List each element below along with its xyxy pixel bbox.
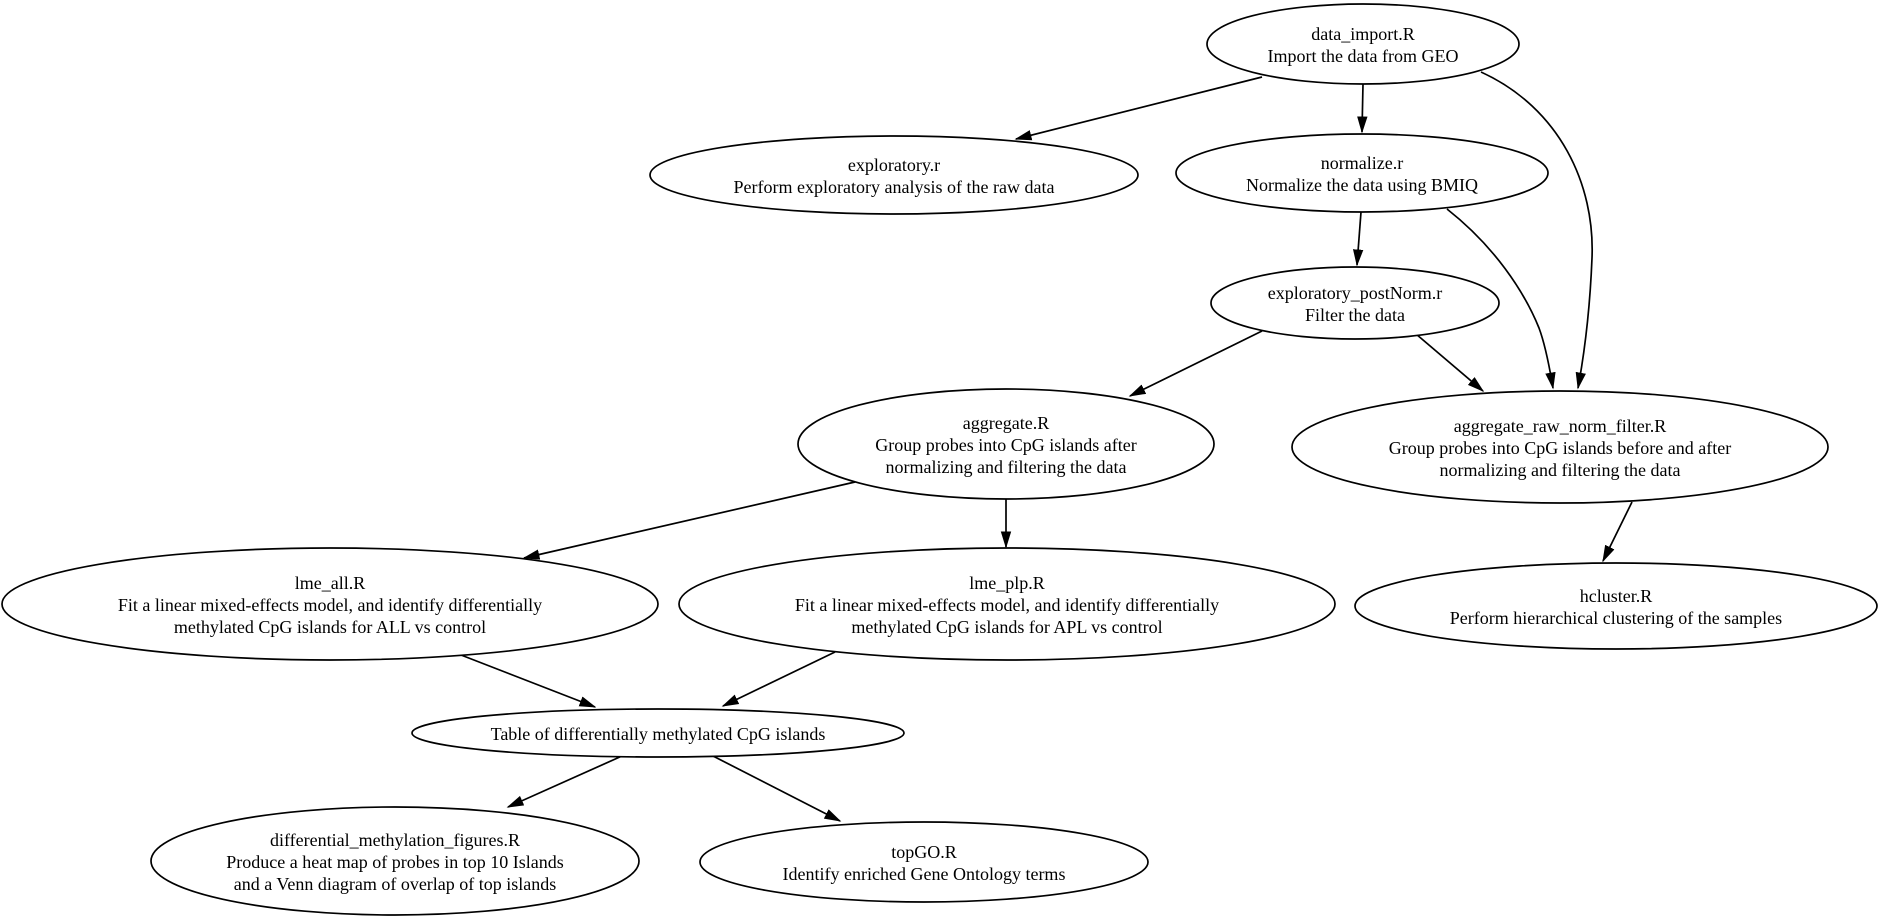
node-ellipse-hcluster: [1354, 562, 1878, 650]
node-label-exploratory-line-2: Perform exploratory analysis of the raw …: [734, 177, 1055, 197]
edge-data_import-to-exploratory: [1014, 76, 1263, 141]
node-ellipse-aggregate_raw_norm_filter: [1291, 390, 1829, 504]
edge-table_dm_islands-to-topGO: [712, 755, 842, 822]
node-label-lme_plp-line-2: Fit a linear mixed-effects model, and id…: [795, 595, 1219, 615]
node-label-data_import-line-1: data_import.R: [1311, 24, 1414, 44]
edge-normalize-to-aggregate_raw_norm_filter: [1446, 208, 1556, 390]
node-label-hcluster-line-2: Perform hierarchical clustering of the s…: [1450, 608, 1782, 628]
node-label-aggregate-line-2: Group probes into CpG islands after: [875, 435, 1136, 455]
edge-lme_plp-to-table_dm_islands: [721, 651, 836, 707]
node-label-exploratory_postNorm-line-1: exploratory_postNorm.r: [1268, 283, 1442, 303]
node-ellipse-normalize: [1175, 133, 1549, 213]
node-differential_methylation_figures: differential_methylation_figures.RProduc…: [150, 806, 640, 916]
node-ellipse-aggregate: [797, 388, 1215, 500]
node-label-topGO-line-1: topGO.R: [891, 842, 957, 862]
edge-exploratory_postNorm-to-aggregate_raw_norm_filter: [1415, 333, 1485, 392]
edge-data_import-to-normalize: [1357, 83, 1368, 134]
node-label-aggregate_raw_norm_filter-line-3: normalizing and filtering the data: [1440, 460, 1681, 480]
node-label-exploratory-line-1: exploratory.r: [848, 155, 940, 175]
edge-aggregate-to-lme_all: [522, 481, 856, 560]
node-label-lme_plp-line-3: methylated CpG islands for APL vs contro…: [851, 617, 1162, 637]
node-label-differential_methylation_figures-line-1: differential_methylation_figures.R: [270, 830, 520, 850]
node-ellipse-data_import: [1206, 3, 1520, 85]
node-ellipse-exploratory: [649, 135, 1139, 215]
node-label-differential_methylation_figures-line-3: and a Venn diagram of overlap of top isl…: [234, 874, 557, 894]
node-label-lme_all-line-2: Fit a linear mixed-effects model, and id…: [118, 595, 542, 615]
node-label-differential_methylation_figures-line-2: Produce a heat map of probes in top 10 I…: [226, 852, 563, 872]
node-label-aggregate-line-1: aggregate.R: [963, 413, 1049, 433]
node-label-aggregate_raw_norm_filter-line-2: Group probes into CpG islands before and…: [1389, 438, 1731, 458]
node-label-data_import-line-2: Import the data from GEO: [1268, 46, 1459, 66]
node-label-normalize-line-1: normalize.r: [1321, 153, 1403, 173]
edge-data_import-to-aggregate_raw_norm_filter: [1480, 71, 1593, 390]
node-label-normalize-line-2: Normalize the data using BMIQ: [1246, 175, 1478, 195]
node-label-lme_all-line-3: methylated CpG islands for ALL vs contro…: [174, 617, 486, 637]
node-label-aggregate-line-3: normalizing and filtering the data: [886, 457, 1127, 477]
node-table_dm_islands: Table of differentially methylated CpG i…: [411, 708, 905, 758]
edge-normalize-to-exploratory_postNorm: [1352, 211, 1364, 267]
node-label-hcluster-line-1: hcluster.R: [1580, 586, 1653, 606]
node-label-lme_all-line-1: lme_all.R: [295, 573, 366, 593]
node-label-lme_plp-line-1: lme_plp.R: [969, 573, 1045, 593]
node-ellipse-lme_plp: [678, 547, 1336, 661]
node-ellipse-lme_all: [1, 547, 659, 661]
node-label-table_dm_islands-line-1: Table of differentially methylated CpG i…: [491, 724, 826, 744]
node-ellipse-table_dm_islands: [411, 708, 905, 758]
node-label-exploratory_postNorm-line-2: Filter the data: [1305, 305, 1405, 325]
node-ellipse-differential_methylation_figures: [150, 806, 640, 916]
edge-lme_all-to-table_dm_islands: [460, 654, 597, 708]
edges-layer: [460, 71, 1633, 822]
node-label-topGO-line-2: Identify enriched Gene Ontology terms: [783, 864, 1066, 884]
node-ellipse-topGO: [699, 821, 1149, 903]
node-ellipse-exploratory_postNorm: [1210, 266, 1500, 340]
node-label-aggregate_raw_norm_filter-line-1: aggregate_raw_norm_filter.R: [1454, 416, 1666, 436]
edge-table_dm_islands-to-differential_methylation_figures: [506, 755, 623, 808]
edge-aggregate_raw_norm_filter-to-hcluster: [1602, 501, 1633, 563]
edge-exploratory_postNorm-to-aggregate: [1128, 330, 1263, 397]
